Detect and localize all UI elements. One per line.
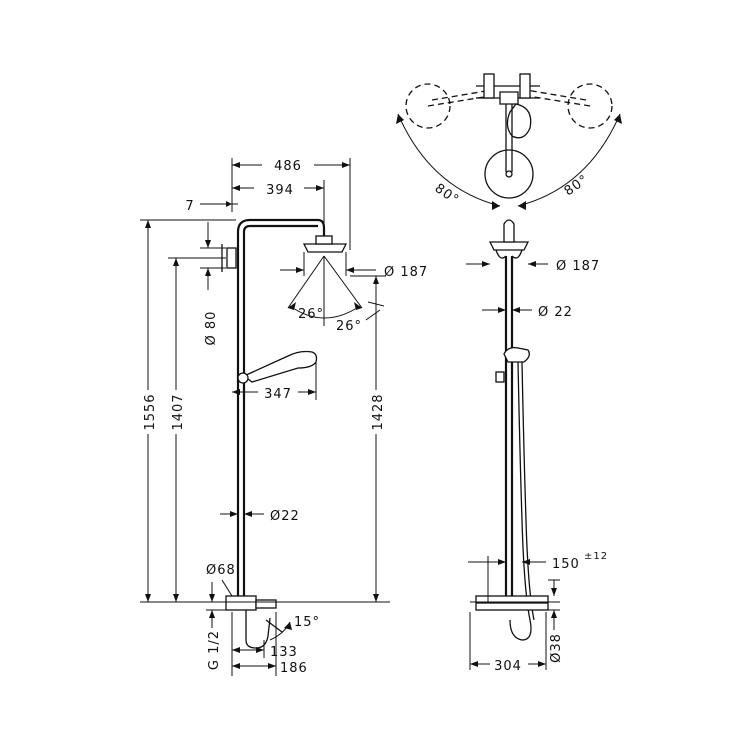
top-head-shower (484, 149, 534, 199)
overhead-arm (236, 218, 326, 238)
thermostat-mixer (225, 595, 257, 611)
front-head-shower (488, 241, 530, 251)
dim-offset-7: 7 (185, 199, 194, 214)
dim-height-1407: 1407 (171, 393, 186, 430)
dim-spout-angle-15: 15° (294, 615, 320, 630)
dim-spout-133: 133 (270, 645, 298, 660)
dim-mixer-68: Ø68 (206, 563, 236, 578)
dim-bracket-dia-80: Ø 80 (204, 311, 219, 346)
dim-height-1556: 1556 (143, 393, 158, 430)
top-angle-right-80: 80° (562, 172, 592, 199)
top-swivel-right (567, 83, 613, 129)
dim-spout-186: 186 (280, 661, 308, 676)
front-dim-adjust-tolerance: ±12 (584, 551, 608, 562)
dim-thread-g12: G 1/2 (207, 630, 222, 670)
wall-bracket (226, 247, 237, 269)
head-shower (302, 243, 348, 253)
front-dim-head-dia-187: Ø 187 (556, 259, 600, 274)
side-view: 486 394 7 Ø 80 1556 1407 (140, 156, 428, 676)
dim-pipe-22: Ø22 (270, 509, 300, 524)
dim-width-486: 486 (274, 159, 302, 174)
front-dim-width-304: 304 (494, 659, 522, 674)
top-swivel-left (405, 83, 451, 129)
dim-angle-right-26: 26° (336, 319, 362, 334)
dim-hand-shower-347: 347 (264, 387, 292, 402)
top-view: 80° 80° (396, 73, 622, 210)
front-dim-adjust-150: 150 (552, 557, 580, 572)
front-view: Ø 187 Ø 22 150 ±12 Ø38 304 (466, 219, 608, 674)
dim-height-1428: 1428 (371, 393, 386, 430)
top-angle-left-80: 80° (432, 181, 462, 208)
dim-arm-394: 394 (266, 183, 294, 198)
dim-angle-left-26: 26° (298, 307, 324, 322)
dim-head-dia-187: Ø 187 (384, 265, 428, 280)
front-hand-shower (503, 346, 530, 363)
front-dim-pipe-22: Ø 22 (538, 305, 573, 320)
hand-shower (242, 350, 318, 383)
front-dim-mixer-dia-38: Ø38 (549, 633, 564, 663)
